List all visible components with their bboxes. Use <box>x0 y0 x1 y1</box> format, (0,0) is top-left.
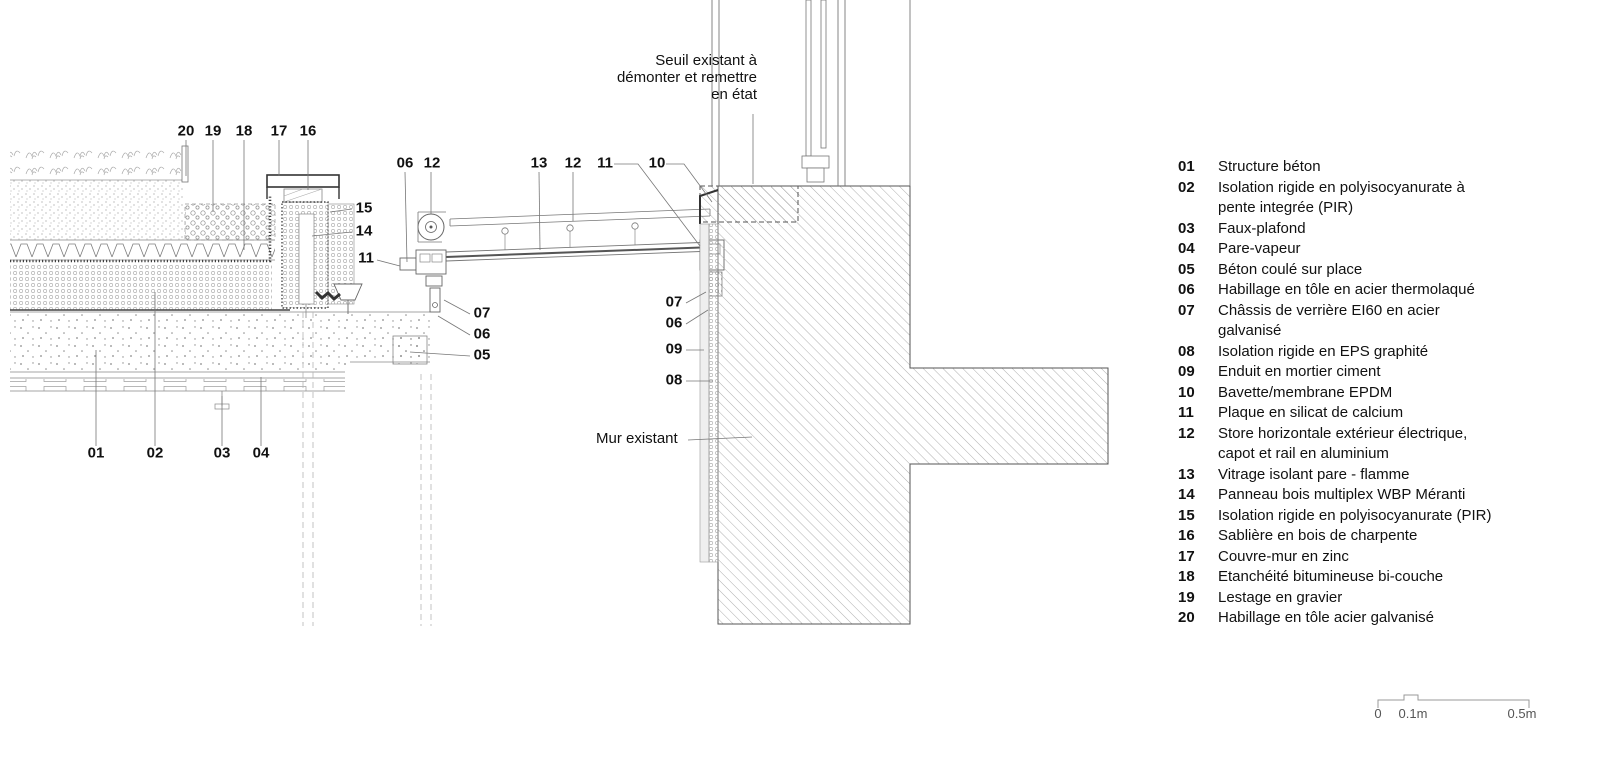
legend-item-number: 12 <box>1178 424 1195 442</box>
legend-item-label: Pare-vapeur <box>1218 240 1301 257</box>
legend-item: 10 Bavette/membrane EPDM <box>1178 383 1550 404</box>
callout-label: 11 <box>358 249 374 267</box>
legend-item-number: 02 <box>1178 178 1195 196</box>
legend-item-label: Châssis de verrière EI60 en acier galvan… <box>1218 301 1440 340</box>
legend-item-number: 17 <box>1178 547 1195 565</box>
legend-item: 04 Pare-vapeur <box>1178 239 1550 260</box>
legend-item-number: 07 <box>1178 301 1195 319</box>
existing-wall <box>699 0 1109 625</box>
legend-item-number: 18 <box>1178 568 1195 585</box>
callout-label: 05 <box>473 346 491 364</box>
callout-label: 16 <box>299 122 317 140</box>
parapet-upstand <box>266 174 363 318</box>
legend-item-label: Vitrage isolant pare - flamme <box>1218 465 1410 483</box>
callout-label: 15 <box>355 199 373 217</box>
legend-item-number: 11 <box>1178 404 1194 421</box>
legend-item-number: 03 <box>1178 219 1195 237</box>
legend-item-number: 10 <box>1178 383 1195 401</box>
legend-item-label: Isolation rigide en EPS graphité <box>1218 342 1429 360</box>
callout-label: 07 <box>665 293 683 311</box>
legend-item: 20 Habillage en tôle acier galvanisé <box>1178 608 1550 629</box>
callout-label: 20 <box>177 122 195 140</box>
scale-label-zero: 0 <box>1374 706 1382 721</box>
legend-item-label: Panneau bois multiplex WBP Méranti <box>1218 486 1466 503</box>
legend-item: 02 Isolation rigide en polyisocyanurate à… <box>1178 178 1550 219</box>
callout-label: 17 <box>270 122 288 140</box>
legend-item-number: 05 <box>1178 260 1195 278</box>
legend-item-number: 19 <box>1178 588 1195 606</box>
callout-label: 12 <box>564 154 582 172</box>
legend-item-number: 09 <box>1178 363 1195 380</box>
legend-item-label: Couvre-mur en zinc <box>1218 547 1349 565</box>
legend-item: 16 Sablière en bois de charpente <box>1178 526 1550 547</box>
callout-label: 14 <box>355 222 373 240</box>
scale-bar <box>1377 694 1530 708</box>
legend-item-label: Habillage en tôle acier galvanisé <box>1218 609 1434 626</box>
legend-item-label: Etanchéité bitumineuse bi-couche <box>1218 568 1444 585</box>
legend-item-label: Lestage en gravier <box>1218 588 1343 606</box>
legend-item-number: 06 <box>1178 281 1195 298</box>
annotation-mur-existant: Mur existant <box>596 430 678 447</box>
callout-label: 07 <box>473 304 491 322</box>
callout-label: 10 <box>648 154 666 172</box>
legend-item: 17 Couvre-mur en zinc <box>1178 547 1550 568</box>
legend-item: 08 Isolation rigide en EPS graphité <box>1178 342 1550 363</box>
callout-label: 11 <box>597 154 613 172</box>
legend-item-label: Plaque en silicat de calcium <box>1218 404 1404 421</box>
legend-item: 06 Habillage en tôle en acier thermolaqué <box>1178 280 1550 301</box>
callout-label: 04 <box>252 444 270 462</box>
legend-item-label: Isolation rigide en polyisocyanurate à p… <box>1218 178 1465 217</box>
leader-lines <box>95 114 754 446</box>
legend-item-number: 01 <box>1178 158 1195 175</box>
legend-item: 19 Lestage en gravier <box>1178 588 1550 609</box>
callout-label: 09 <box>665 340 683 358</box>
legend-item: 18 Etanchéité bitumineuse bi-couche <box>1178 567 1550 588</box>
callout-label: 06 <box>665 314 683 332</box>
legend-item-number: 15 <box>1178 506 1195 524</box>
callout-label: 01 <box>87 444 105 462</box>
green-roof-layers <box>10 145 432 626</box>
callout-label: 18 <box>235 122 253 140</box>
callout-label: 06 <box>396 154 414 172</box>
legend-item-number: 08 <box>1178 342 1195 360</box>
legend-item-label: Sablière en bois de charpente <box>1218 527 1418 544</box>
scale-label-end: 0.5m <box>1507 706 1537 721</box>
callout-label: 06 <box>473 325 491 343</box>
callout-label: 03 <box>213 444 231 462</box>
legend-item-number: 20 <box>1178 609 1195 626</box>
legend-item: 07 Châssis de verrière EI60 en acier galv… <box>1178 301 1550 342</box>
legend-item: 05 Béton coulé sur place <box>1178 260 1550 281</box>
legend-item: 12 Store horizontale extérieur électrique… <box>1178 424 1550 465</box>
legend-item: 13 Vitrage isolant pare - flamme <box>1178 465 1550 486</box>
legend-item: 01 Structure béton <box>1178 157 1550 178</box>
legend-item: 15 Isolation rigide en polyisocyanurate (… <box>1178 506 1550 527</box>
legend-item: 11 Plaque en silicat de calcium <box>1178 403 1550 424</box>
scale-label-mid: 0.1m <box>1398 706 1428 721</box>
legend-item-label: Faux-plafond <box>1218 219 1306 237</box>
legend-item-label: Structure béton <box>1218 158 1321 175</box>
callout-label: 19 <box>204 122 222 140</box>
legend-item-label: Store horizontale extérieur électrique, … <box>1218 424 1468 463</box>
legend-item: 03 Faux-plafond <box>1178 219 1550 240</box>
callout-label: 12 <box>423 154 441 172</box>
legend-item: 14 Panneau bois multiplex WBP Méranti <box>1178 485 1550 506</box>
legend-item-number: 16 <box>1178 527 1195 544</box>
legend-item-label: Isolation rigide en polyisocyanurate (PI… <box>1218 506 1492 524</box>
legend-item-number: 13 <box>1178 465 1195 483</box>
legend-item-label: Habillage en tôle en acier thermolaqué <box>1218 281 1475 298</box>
callout-label: 02 <box>146 444 164 462</box>
legend-item-label: Enduit en mortier ciment <box>1218 363 1381 380</box>
legend-item-number: 04 <box>1178 240 1195 257</box>
legend-item-label: Béton coulé sur place <box>1218 260 1363 278</box>
callout-label: 13 <box>530 154 548 172</box>
callout-label: 08 <box>665 371 683 389</box>
legend-item-number: 14 <box>1178 486 1195 503</box>
legend-item-label: Bavette/membrane EPDM <box>1218 383 1393 401</box>
annotation-seuil-existant: Seuil existant à démonter et remettre en… <box>616 52 757 103</box>
legend-item: 09 Enduit en mortier ciment <box>1178 362 1550 383</box>
